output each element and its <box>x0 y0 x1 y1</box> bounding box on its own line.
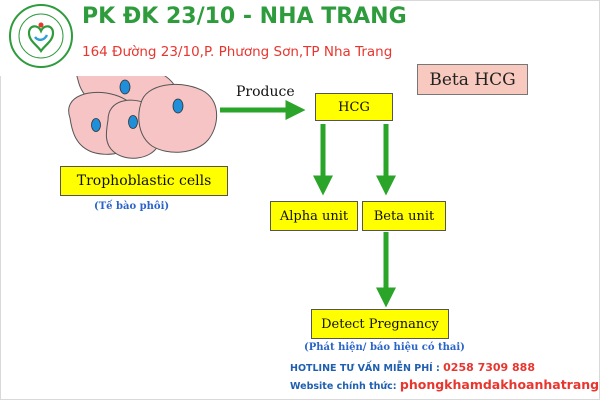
trophoblastic-caption: (Tế bào phôi) <box>94 201 170 212</box>
trophoblastic-cells-box: Trophoblastic cells <box>60 166 228 196</box>
hotline-number: 0258 7309 888 <box>443 361 535 374</box>
website-line: Website chính thức: phongkhamdakhoanhatr… <box>290 377 600 392</box>
beta-unit-box: Beta unit <box>362 201 446 231</box>
hotline-line: HOTLINE TƯ VẤN MIỄN PHÍ : 0258 7309 888 <box>290 361 535 374</box>
alpha-unit-box: Alpha unit <box>270 201 358 231</box>
hotline-label: HOTLINE TƯ VẤN MIỄN PHÍ : <box>290 363 440 374</box>
cell-right <box>138 83 218 153</box>
detect-pregnancy-box: Detect Pregnancy <box>311 309 449 339</box>
clinic-header: PK ĐK 23/10 - NHA TRANG 164 Đường 23/10,… <box>0 0 407 76</box>
clinic-logo-icon <box>9 4 73 68</box>
nucleus <box>119 79 131 95</box>
nucleus <box>91 118 101 132</box>
website-label: Website chính thức: <box>290 381 397 392</box>
clinic-address: 164 Đường 23/10,P. Phương Sơn,TP Nha Tra… <box>82 44 393 60</box>
nucleus <box>128 115 138 129</box>
nucleus <box>172 98 184 114</box>
produce-label: Produce <box>236 84 295 100</box>
detect-caption: (Phát hiện/ báo hiệu có thai) <box>304 342 465 353</box>
website-url: phongkhamdakhoanhatrang.vn <box>399 377 600 392</box>
hcg-box: HCG <box>315 93 393 121</box>
clinic-brand-name: PK ĐK 23/10 - NHA TRANG <box>82 4 407 29</box>
diagram-title: Beta HCG <box>417 64 528 95</box>
